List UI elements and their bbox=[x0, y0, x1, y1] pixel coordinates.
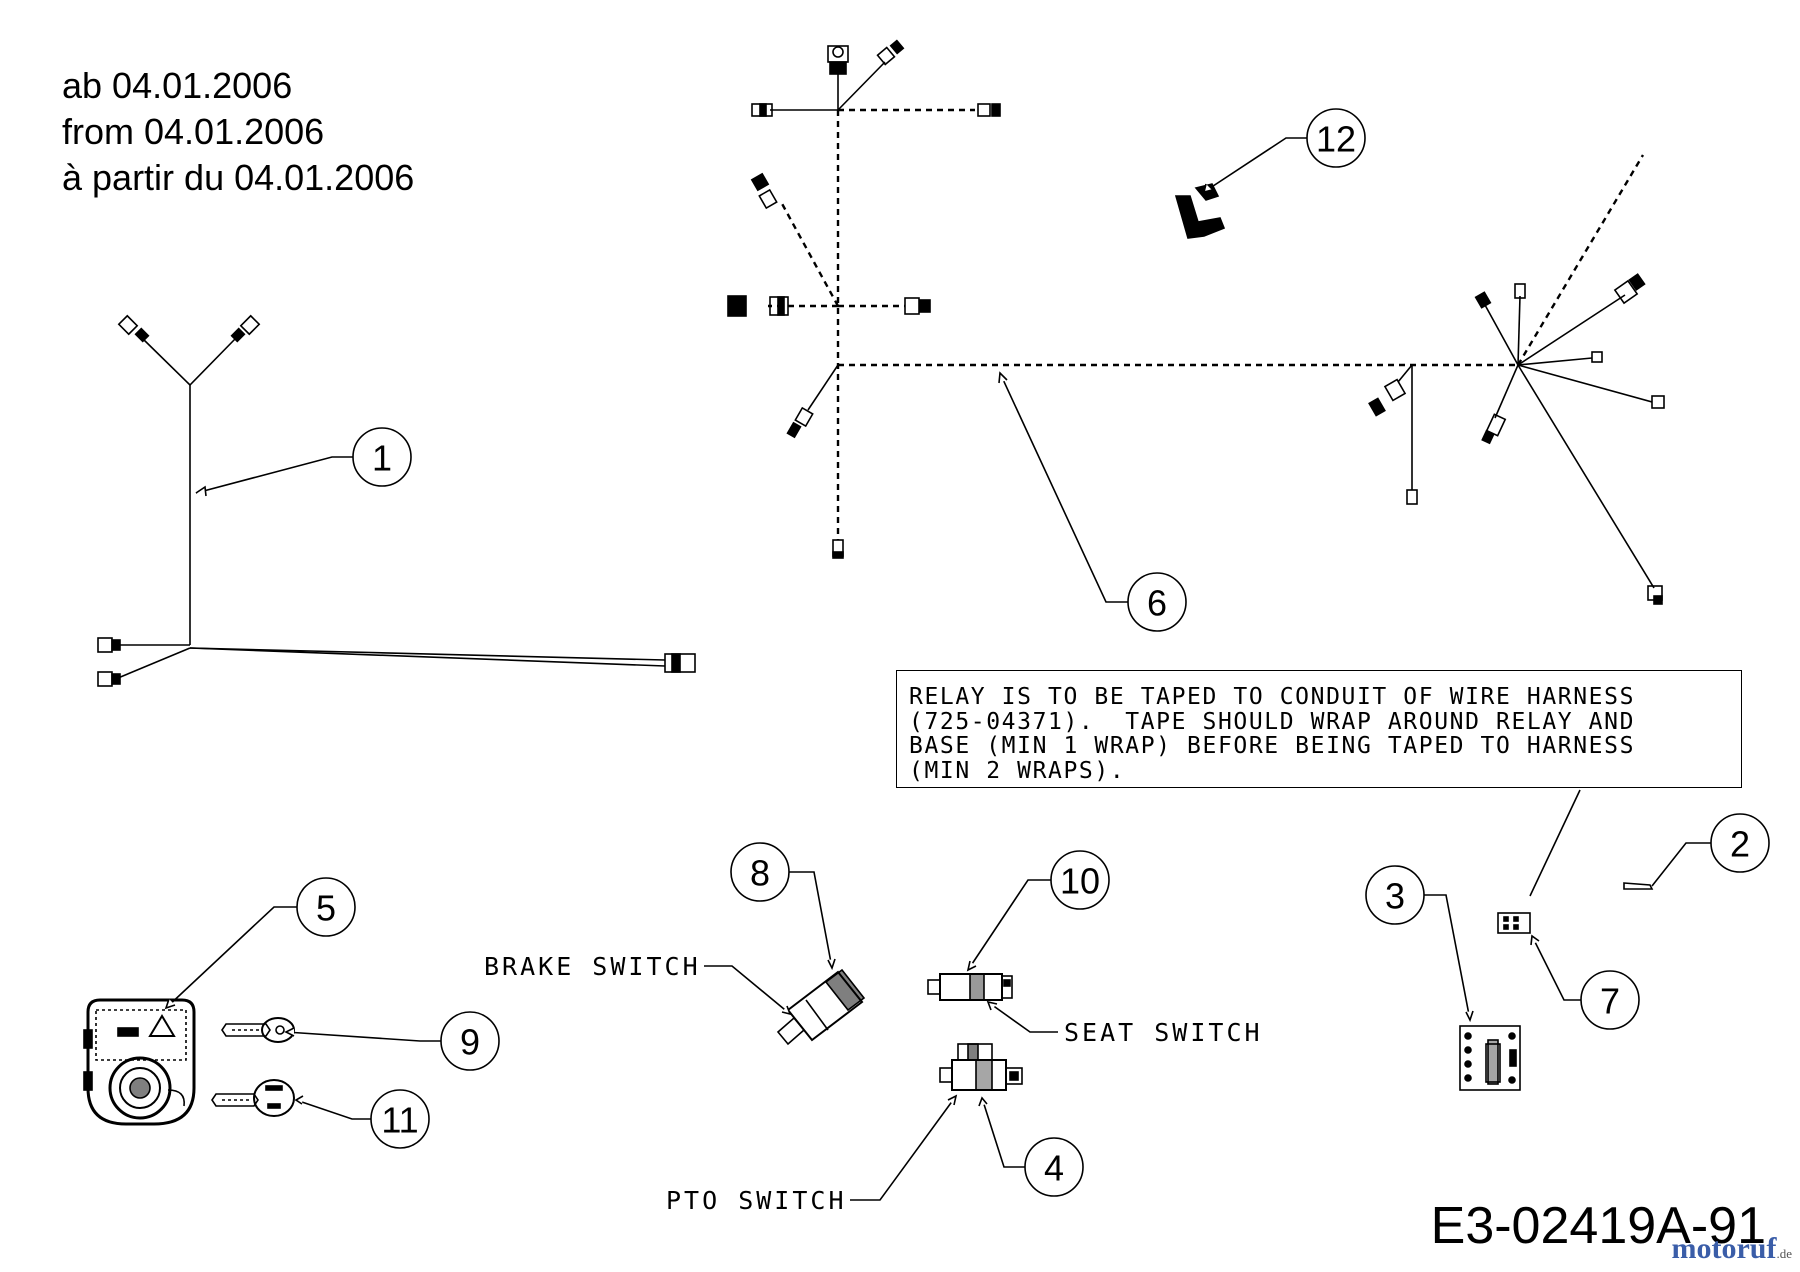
callout-9-number: 9 bbox=[460, 1022, 480, 1063]
callout-10: 10 bbox=[966, 850, 1110, 972]
pto-switch-label: PTO SWITCH bbox=[666, 1186, 847, 1215]
part-9-key bbox=[221, 1017, 295, 1043]
callout-11-number: 11 bbox=[381, 1100, 418, 1141]
callout-8-number: 8 bbox=[750, 853, 770, 894]
callout-7: 7 bbox=[1530, 934, 1640, 1030]
callout-8: 8 bbox=[730, 842, 836, 971]
part-3-module bbox=[1459, 1025, 1521, 1091]
callout-7-number: 7 bbox=[1600, 981, 1620, 1022]
part-5-ignition-switch bbox=[83, 998, 196, 1126]
callout-1-number: 1 bbox=[372, 438, 392, 479]
part-8-brake-switch bbox=[776, 968, 866, 1046]
brake-switch-label-group: BRAKE SWITCH bbox=[484, 952, 792, 1016]
date-french: à partir du 04.01.2006 bbox=[62, 157, 415, 198]
note-line-3: BASE (MIN 1 WRAP) BEFORE BEING TAPED TO … bbox=[909, 733, 1636, 759]
part-7-relay bbox=[1497, 912, 1531, 934]
note-line-4: (MIN 2 WRAPS). bbox=[909, 757, 1126, 784]
callout-2: 2 bbox=[1651, 813, 1770, 887]
callout-5-number: 5 bbox=[316, 888, 336, 929]
pto-switch-label-group: PTO SWITCH bbox=[666, 1094, 958, 1215]
callout-6: 6 bbox=[998, 371, 1187, 632]
callout-3: 3 bbox=[1365, 865, 1474, 1023]
relay-taping-note: RELAY IS TO BE TAPED TO CONDUIT OF WIRE … bbox=[896, 670, 1742, 788]
callout-4-number: 4 bbox=[1044, 1148, 1064, 1189]
part-12-clip bbox=[1174, 183, 1226, 239]
date-english: from 04.01.2006 bbox=[62, 111, 325, 152]
callout-1: 1 bbox=[195, 427, 412, 497]
harness-part-1 bbox=[97, 314, 696, 687]
callout-12-number: 12 bbox=[1316, 119, 1356, 160]
callout-10-number: 10 bbox=[1060, 861, 1100, 902]
part-2-strap bbox=[1623, 882, 1654, 890]
seat-switch-label-group: SEAT SWITCH bbox=[986, 1000, 1263, 1047]
watermark-logo: motoruf.de bbox=[1671, 1232, 1792, 1265]
harness-part-6 bbox=[727, 39, 1665, 605]
part-11-key bbox=[211, 1079, 295, 1117]
callout-3-number: 3 bbox=[1385, 876, 1405, 917]
date-german: ab 04.01.2006 bbox=[62, 65, 293, 106]
drawing-code: E3-02419A-91 bbox=[1430, 1197, 1766, 1255]
brake-switch-label: BRAKE SWITCH bbox=[484, 952, 701, 981]
callout-2-number: 2 bbox=[1730, 824, 1750, 865]
seat-switch-label: SEAT SWITCH bbox=[1064, 1018, 1263, 1047]
part-4-pto-switch bbox=[939, 1043, 1023, 1091]
note-line-1: RELAY IS TO BE TAPED TO CONDUIT OF WIRE … bbox=[909, 684, 1636, 710]
callout-4: 4 bbox=[978, 1096, 1084, 1197]
part-10-seat-switch bbox=[927, 973, 1013, 1001]
callout-11: 11 bbox=[294, 1089, 430, 1149]
callout-6-number: 6 bbox=[1147, 583, 1167, 624]
callout-9: 9 bbox=[284, 1011, 500, 1071]
callout-5: 5 bbox=[164, 877, 356, 1010]
note-line-2: (725-04371). TAPE SHOULD WRAP AROUND REL… bbox=[909, 708, 1636, 735]
callout-12: 12 bbox=[1202, 108, 1366, 194]
